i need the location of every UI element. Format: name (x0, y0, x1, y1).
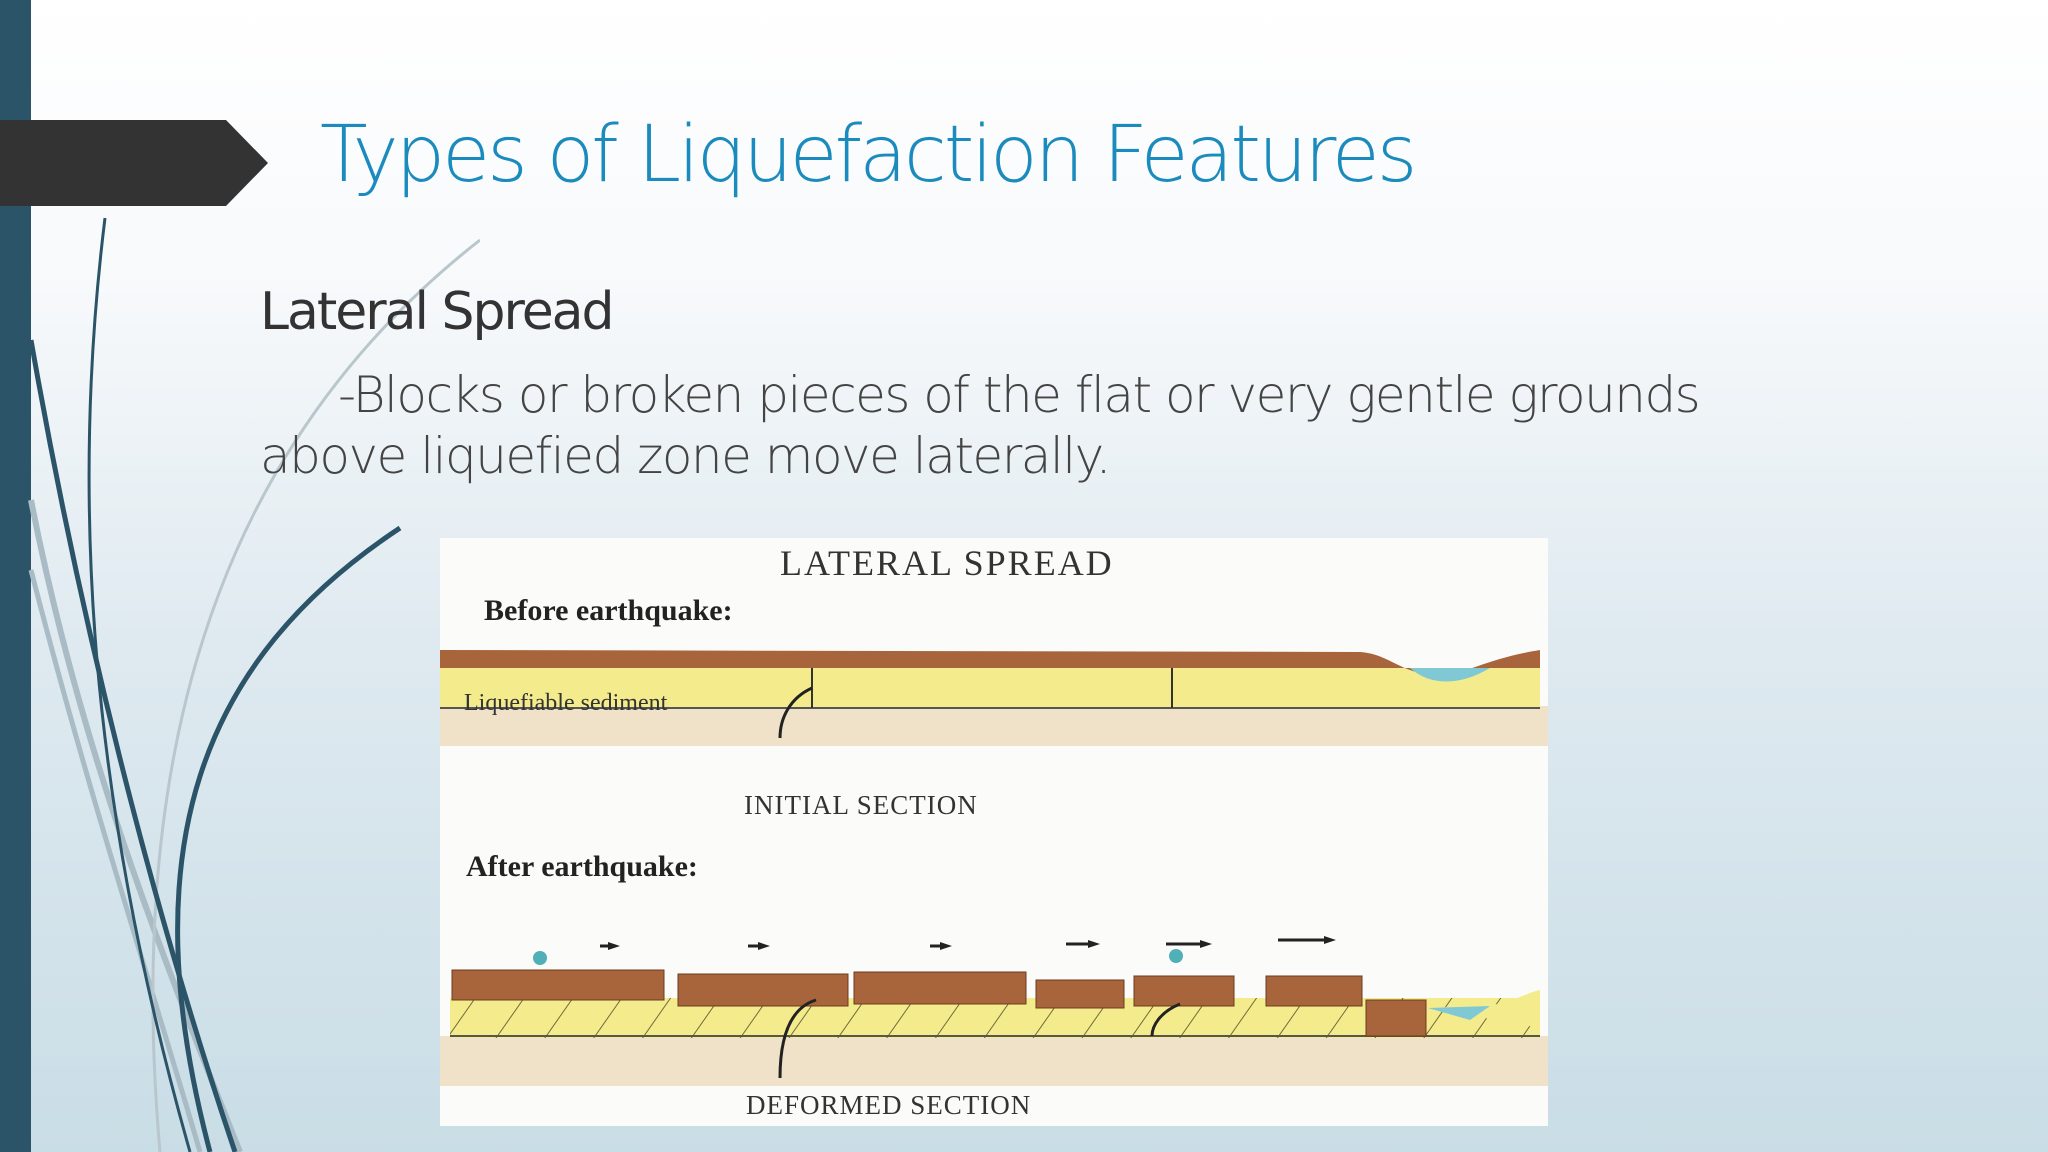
sediment-label: Liquefiable sediment (464, 690, 668, 716)
before-earthquake-label: Before earthquake: (484, 594, 733, 627)
initial-section-caption: INITIAL SECTION (744, 790, 978, 820)
after-earthquake-label: After earthquake: (466, 850, 698, 883)
title-arrow-tab (0, 120, 268, 206)
body-line-2: above liquefied zone move laterally. (260, 427, 1112, 485)
body-line-1: -Blocks or broken pieces of the flat or … (338, 366, 1701, 424)
after-cross-section (440, 936, 1548, 1086)
slide-title: Types of Liquefaction Features (320, 110, 1417, 200)
slide-subheading: Lateral Spread (260, 282, 615, 342)
lateral-spread-diagram: LATERAL SPREAD Before earthquake: Liquef… (440, 538, 1548, 1126)
slide-body: -Blocks or broken pieces of the flat or … (260, 365, 1760, 487)
diagram-title: LATERAL SPREAD (780, 543, 1114, 583)
decorative-curves (28, 217, 480, 1152)
deformed-section-caption: DEFORMED SECTION (746, 1090, 1032, 1120)
before-cross-section (440, 650, 1548, 746)
